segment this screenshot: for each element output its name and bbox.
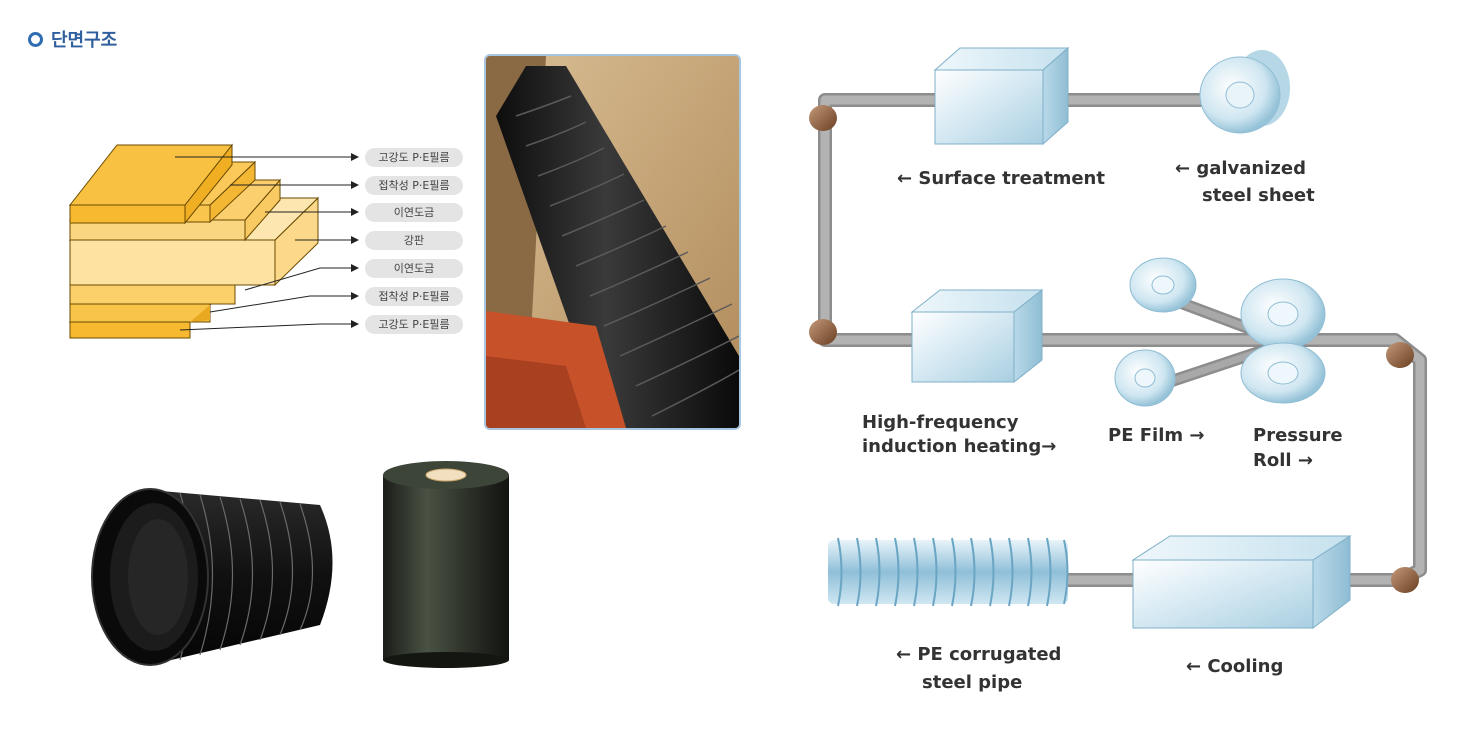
- label-pe-film: PE Film →: [1108, 425, 1205, 446]
- label-cooling: ← Cooling: [1186, 656, 1284, 677]
- cooling-unit: [1131, 535, 1352, 630]
- label-galvanized-1: ← galvanized: [1175, 158, 1306, 179]
- label-surface-treatment: ← Surface treatment: [897, 168, 1105, 189]
- label-galvanized-2: steel sheet: [1202, 185, 1315, 206]
- layer-label-2: 접착성 P·E필름: [365, 176, 463, 195]
- galvanized-coil: [1199, 50, 1290, 134]
- surface-treatment-unit: [933, 46, 1070, 146]
- label-hf-2: induction heating→: [862, 436, 1057, 457]
- induction-heating-unit: [910, 288, 1044, 384]
- layer-label-7: 고강도 P·E필름: [365, 315, 463, 334]
- label-corrugated-1: ← PE corrugated: [896, 644, 1062, 665]
- layer-label-5: 이연도금: [365, 259, 463, 278]
- label-hf-1: High-frequency: [862, 412, 1019, 433]
- layer-label-6: 접착성 P·E필름: [365, 287, 463, 306]
- installation-photo: [484, 54, 741, 430]
- circle-bullet-icon: [28, 31, 43, 47]
- pe-film-rolls: [1114, 257, 1197, 407]
- layer-label-4: 강판: [365, 231, 463, 250]
- layer-stack: [68, 143, 320, 339]
- layer-label-3: 이연도금: [365, 203, 463, 222]
- label-pressure-1: Pressure: [1253, 425, 1343, 446]
- label-pressure-2: Roll →: [1253, 450, 1313, 471]
- section-title-text: 단면구조: [51, 30, 118, 51]
- layer-label-1: 고강도 P·E필름: [365, 148, 463, 167]
- label-corrugated-2: steel pipe: [922, 672, 1023, 693]
- guide-rollers: [809, 105, 1419, 593]
- leader-lines: [175, 153, 359, 331]
- corrugated-pipe-output: [828, 537, 1069, 607]
- section-title: 단면구조: [28, 26, 117, 52]
- pressure-rolls: [1240, 278, 1326, 404]
